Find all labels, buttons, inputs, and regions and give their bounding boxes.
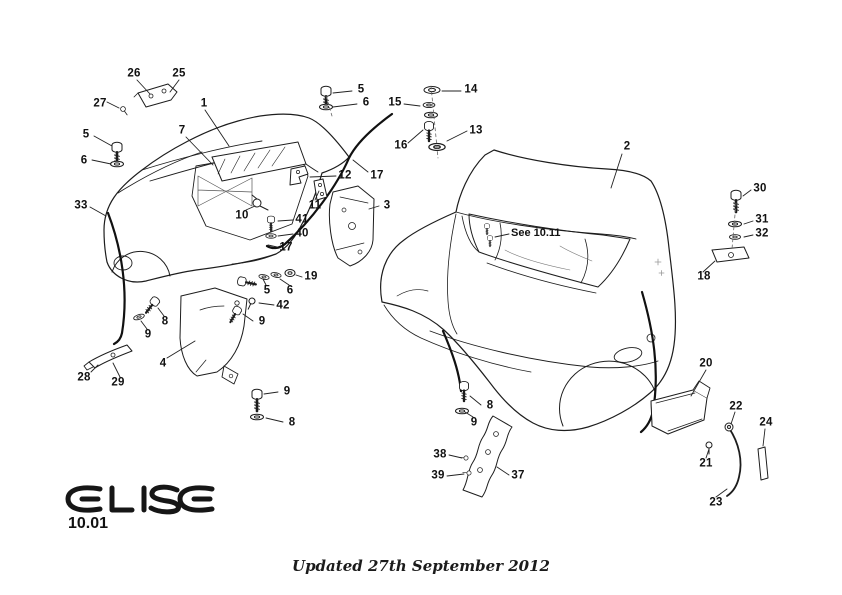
callout-31-22: 31	[755, 213, 769, 226]
callout-17-15: 17	[370, 169, 384, 182]
callout-5-10: 5	[82, 128, 90, 141]
access-panel-part7-drawing	[211, 141, 307, 182]
rivet-part21	[705, 441, 713, 455]
callout-19-27: 19	[304, 270, 318, 283]
callout-14-3: 14	[464, 83, 478, 96]
callout-5-28: 5	[263, 284, 271, 297]
section-number: 10.01	[68, 515, 109, 532]
washer-stack	[424, 111, 438, 119]
footer-updated-text: Updated 27th September 2012	[291, 557, 550, 575]
inner-panel-part3-drawing	[328, 185, 375, 267]
strap-eyelet-drawing	[724, 422, 734, 432]
assembly-axes	[325, 85, 737, 250]
callout-37-47: 37	[511, 469, 525, 482]
tray-part20-drawing	[650, 380, 711, 435]
callout-1-7: 1	[200, 97, 208, 110]
grommet-part14-drawing	[423, 86, 441, 94]
callout-22-40: 22	[729, 400, 743, 413]
callout-7-8: 7	[178, 124, 186, 137]
bolt-part8-left	[141, 294, 162, 317]
washer-part5-mid	[258, 273, 270, 281]
front-clamshell-part1-drawing	[103, 113, 350, 283]
callout-8-41: 8	[288, 416, 296, 429]
callout-10-20: 10	[235, 209, 249, 222]
screw-see-ref-b	[486, 234, 494, 248]
callout-24-43: 24	[759, 416, 773, 429]
callout-16-11: 16	[394, 139, 408, 152]
fasteners	[110, 84, 743, 476]
strap-part22-drawing	[726, 427, 742, 497]
screw-part30	[729, 188, 743, 214]
bracket-part12-drawing	[289, 165, 309, 186]
callout-17-25: 17	[279, 241, 293, 254]
callout-26-0: 26	[127, 67, 141, 80]
callout-39-46: 39	[431, 469, 445, 482]
callout-33-17: 33	[74, 199, 88, 212]
lower-panel-part4-drawing	[179, 287, 248, 385]
washer-part9-left	[132, 312, 146, 322]
callout-6-29: 6	[286, 284, 294, 297]
callout-29-37: 29	[111, 376, 125, 389]
callout-28-36: 28	[77, 371, 91, 384]
bolt-part9-bottom	[250, 387, 264, 413]
callout-38-44: 38	[433, 448, 447, 461]
alignment-marks	[654, 258, 665, 276]
strip-part28-29-drawing	[83, 344, 133, 371]
washer-part6-top	[319, 103, 333, 111]
callout-8-31: 8	[161, 315, 169, 328]
callout-3-19: 3	[383, 199, 391, 212]
see-reference-note: See 10.11	[511, 227, 561, 239]
seal-cable-part33-drawing	[106, 211, 126, 346]
callout-42-30: 42	[276, 299, 290, 312]
callout-25-1: 25	[172, 67, 186, 80]
callout-30-16: 30	[753, 182, 767, 195]
callout-9-32: 9	[258, 315, 266, 328]
callout-32-24: 32	[755, 227, 769, 240]
callout-2-12: 2	[623, 140, 631, 153]
strip-part24-drawing	[757, 446, 769, 481]
washer-part31	[728, 220, 742, 228]
rivet-part39	[462, 470, 472, 476]
callout-4-34: 4	[159, 357, 167, 370]
callout-9-42: 9	[470, 416, 478, 429]
release-cable-part17-drawing	[265, 112, 394, 250]
callout-6-5: 6	[362, 96, 370, 109]
clamp-part10-drawing	[251, 194, 269, 211]
callout-15-6: 15	[388, 96, 402, 109]
callout-11-18: 11	[308, 199, 322, 212]
rivet-part27	[119, 105, 130, 117]
callout-23-48: 23	[709, 496, 723, 509]
callout-18-26: 18	[697, 270, 711, 283]
elise-logo	[65, 484, 215, 515]
spacer-part19-drawing	[284, 269, 296, 277]
screw-part16	[423, 120, 435, 143]
screw-see-ref-a	[483, 222, 491, 236]
washer-part6-left	[110, 160, 124, 168]
callout-27-4: 27	[93, 97, 107, 110]
callout-41-21: 41	[295, 213, 309, 226]
callout-40-23: 40	[295, 227, 309, 240]
washer-part6-mid	[270, 271, 282, 279]
rear-clamshell-part2-drawing	[380, 149, 677, 432]
bracket-part25-26-drawing	[133, 83, 178, 108]
callout-20-35: 20	[699, 357, 713, 370]
bolt-part41	[266, 215, 276, 233]
callout-12-14: 12	[338, 169, 352, 182]
callout-6-13: 6	[80, 154, 88, 167]
callout-9-33: 9	[144, 328, 152, 341]
callout-21-45: 21	[699, 457, 713, 470]
callout-5-2: 5	[357, 83, 365, 96]
seal-part37-drawing	[462, 415, 513, 498]
washer-part32	[729, 234, 741, 240]
callout-9-38: 9	[283, 385, 291, 398]
leader-lines	[89, 79, 766, 498]
callout-8-39: 8	[486, 399, 494, 412]
bolt-mid-row	[235, 275, 258, 290]
washer-part8-bottom	[250, 413, 264, 421]
washer-part40	[265, 233, 277, 239]
callout-13-9: 13	[469, 124, 483, 137]
plate-part18-drawing	[711, 246, 750, 263]
